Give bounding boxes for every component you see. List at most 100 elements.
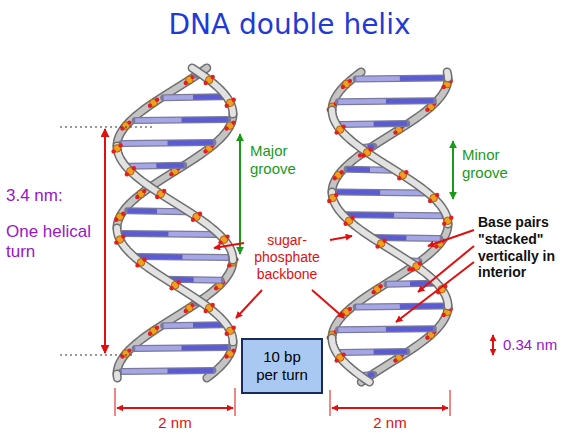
oxygen-atom xyxy=(118,143,122,147)
oxygen-atom xyxy=(393,358,397,362)
oxygen-atom xyxy=(442,85,446,89)
base-pair xyxy=(340,352,406,353)
oxygen-atom xyxy=(191,218,195,222)
backbone-strand xyxy=(332,110,448,224)
oxygen-atom xyxy=(393,130,397,134)
dimension-label: 2 nm xyxy=(135,414,215,432)
box-text: 10 bp per turn xyxy=(253,348,311,384)
backbone-strand xyxy=(117,146,233,260)
backbone-strand xyxy=(332,192,448,306)
base-pair xyxy=(164,325,223,326)
oxygen-atom xyxy=(132,166,136,170)
base-pair xyxy=(380,190,424,195)
base-pair xyxy=(122,234,215,235)
oxygen-atom xyxy=(218,240,222,244)
helix-back xyxy=(327,72,453,382)
oxygen-atom xyxy=(375,244,379,248)
dna-helix xyxy=(111,68,238,378)
oxygen-atom xyxy=(350,216,354,220)
base-pair xyxy=(394,213,441,218)
base-pair xyxy=(135,118,181,123)
base-pair xyxy=(356,78,443,79)
groove-arrow xyxy=(239,134,241,254)
dimension-label: 2 nm xyxy=(350,414,430,432)
groove-arrow xyxy=(452,141,454,199)
info-box: 10 bp per turn xyxy=(241,338,323,394)
oxygen-atom xyxy=(125,172,129,176)
oxygen-atom xyxy=(428,199,432,203)
base-pair xyxy=(374,121,407,126)
base-pair xyxy=(347,215,442,216)
oxygen-atom xyxy=(368,147,372,151)
oxygen-atom xyxy=(204,309,208,313)
backbone-strand xyxy=(117,68,207,146)
backbone-strand xyxy=(113,374,122,378)
backbone-strand xyxy=(117,228,233,342)
base-pair xyxy=(122,231,168,236)
oxygen-atom xyxy=(382,238,386,242)
backbone-strand xyxy=(117,114,233,228)
leader-arrow xyxy=(236,290,262,318)
base-pair xyxy=(128,211,187,212)
oxygen-atom xyxy=(404,170,408,174)
base-pair xyxy=(374,349,407,354)
oxygen-atom xyxy=(224,354,228,358)
base-pair xyxy=(169,232,215,237)
oxygen-atom xyxy=(155,326,159,330)
oxygen-atom xyxy=(397,176,401,180)
oxygen-atom xyxy=(214,286,218,290)
groove-label: Major groove xyxy=(250,142,320,178)
base-pair xyxy=(356,76,400,81)
backbone-strand xyxy=(361,306,448,382)
helix-front xyxy=(327,72,453,382)
leader-arrow xyxy=(214,243,244,248)
part-label: sugar-phosphate backbone xyxy=(247,232,327,282)
backbone-strand xyxy=(444,72,451,78)
backbone-strand xyxy=(332,192,448,306)
base-pair xyxy=(135,120,228,121)
oxygen-atom xyxy=(111,149,115,153)
oxygen-atom xyxy=(114,240,118,244)
base-pair xyxy=(337,190,381,195)
oxygen-atom xyxy=(225,332,229,336)
base-pair xyxy=(164,95,193,100)
base-pair xyxy=(122,369,168,374)
note-label-holder: Base pairs "stacked" vertically in inter… xyxy=(478,214,556,281)
oxygen-atom xyxy=(371,290,375,294)
dimension-arrow xyxy=(104,129,106,353)
dotted-guide xyxy=(60,355,135,356)
base-pair xyxy=(135,348,228,349)
helix-back xyxy=(114,68,238,378)
oxygen-atom xyxy=(341,85,345,89)
oxygen-atom xyxy=(121,234,125,238)
oxygen-atom xyxy=(162,189,166,193)
base-pair xyxy=(122,141,168,146)
oxygen-atom xyxy=(361,153,365,157)
oxygen-atom xyxy=(127,120,131,124)
oxygen-atom xyxy=(334,130,338,134)
backbone-strand xyxy=(332,338,369,382)
oxygen-atom xyxy=(348,79,352,83)
base-pair xyxy=(135,346,181,351)
oxygen-atom xyxy=(231,348,235,352)
oxygen-atom xyxy=(135,263,139,267)
oxygen-atom xyxy=(169,172,173,176)
oxygen-atom xyxy=(155,195,159,199)
oxygen-atom xyxy=(442,313,446,317)
oxygen-atom xyxy=(184,309,188,313)
dimension-tick xyxy=(330,390,331,416)
dimension-label-holder: 3.4 nm: xyxy=(6,186,101,206)
base-pair xyxy=(128,209,157,214)
base-pair xyxy=(194,277,221,282)
base-pair xyxy=(129,165,184,166)
oxygen-atom xyxy=(184,81,188,85)
groove-label-holder: Major groove xyxy=(250,142,320,178)
oxygen-atom xyxy=(142,189,146,193)
title-holder: DNA double helix xyxy=(0,8,579,42)
base-pair xyxy=(387,281,410,286)
base-pair xyxy=(167,368,213,373)
leader-arrow xyxy=(428,230,474,246)
leader-arrow xyxy=(396,262,474,322)
oxygen-atom xyxy=(169,286,173,290)
